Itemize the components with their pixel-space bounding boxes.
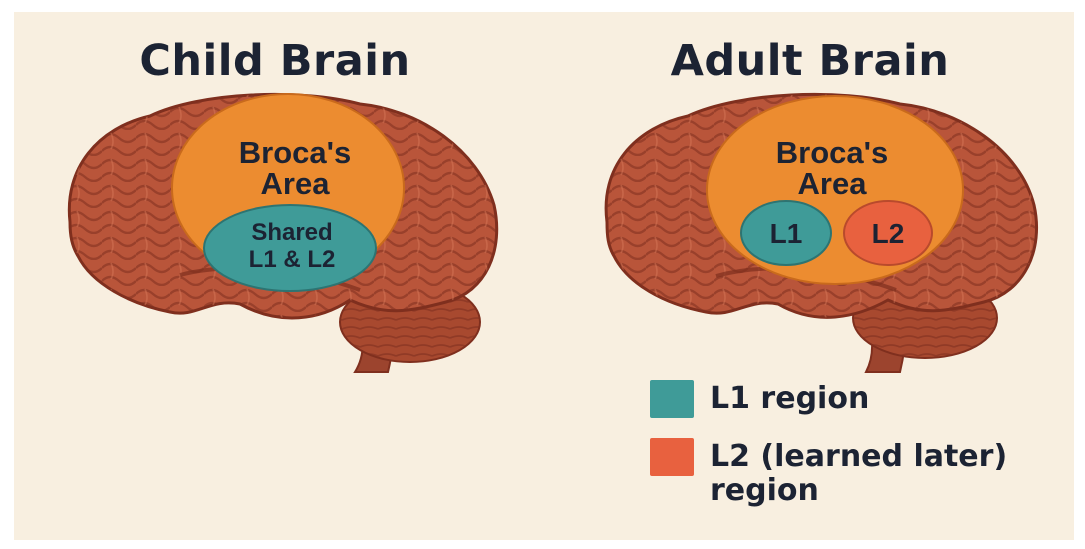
adult-broca-label-line2: Area xyxy=(798,166,868,201)
legend-item-l2: L2 (learned later) region xyxy=(650,438,1007,508)
adult-brain: Broca's Area L1 L2 xyxy=(606,94,1036,372)
adult-l1-label: L1 xyxy=(770,218,803,249)
child-broca-label-line1: Broca's xyxy=(239,135,351,170)
child-shared-label-line2: L1 & L2 xyxy=(249,246,336,273)
legend-label-l1: L1 region xyxy=(710,382,869,416)
legend-swatch-l1 xyxy=(650,380,694,418)
legend-swatch-l2 xyxy=(650,438,694,476)
adult-broca-label-line1: Broca's xyxy=(776,135,888,170)
adult-l2-label: L2 xyxy=(872,218,905,249)
child-shared-label-line1: Shared xyxy=(251,219,332,246)
child-brain: Broca's Area Shared L1 & L2 xyxy=(69,94,496,372)
legend-item-l1: L1 region xyxy=(650,380,869,418)
legend-label-l2: L2 (learned later) region xyxy=(710,440,1007,508)
child-broca-label-line2: Area xyxy=(261,166,331,201)
